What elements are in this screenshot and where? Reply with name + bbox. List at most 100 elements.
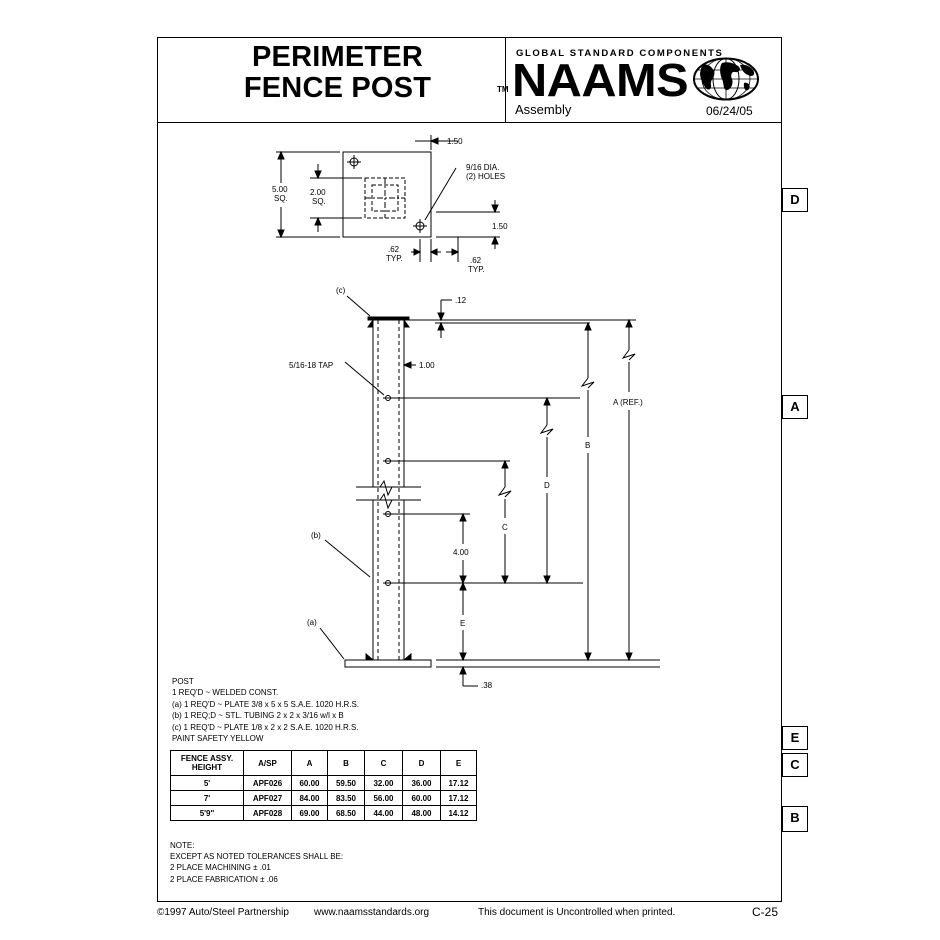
- side-tab-e[interactable]: E: [782, 726, 808, 750]
- dim-2-00-sq: SQ.: [312, 197, 326, 206]
- table-cell: 5': [170, 775, 244, 791]
- note-line: (c) 1 REQ'D ~ PLATE 1/8 x 2 x 2 S.A.E. 1…: [172, 722, 359, 732]
- table-header: A: [291, 750, 328, 776]
- hole-callout-line-1: 9/16 DIA.: [466, 163, 499, 172]
- revision-date: 06/24/05: [706, 104, 753, 118]
- table-cell: 44.00: [364, 805, 403, 821]
- parts-notes: POST 1 REQ'D ~ WELDED CONST. (a) 1 REQ'D…: [172, 676, 359, 744]
- footer-disclaimer: This document is Uncontrolled when print…: [478, 907, 676, 918]
- dim-62-a: .62: [388, 245, 400, 254]
- dim-4-00: 4.00: [453, 548, 469, 557]
- brand-logo: NAAMS: [512, 54, 689, 106]
- dim-a-ref: A (REF.): [613, 398, 643, 407]
- dim-b: B: [585, 441, 590, 450]
- dimension-table: FENCE ASSY. HEIGHT A/SP A B C D E 5' APF…: [170, 750, 477, 821]
- table-cell: APF028: [243, 805, 292, 821]
- tolerance-line: EXCEPT AS NOTED TOLERANCES SHALL BE:: [170, 852, 344, 862]
- top-cap-plate: [367, 316, 410, 321]
- section-label: Assembly: [515, 102, 572, 117]
- dim-5-00-sq: SQ.: [274, 194, 288, 203]
- side-tab-c[interactable]: C: [782, 753, 808, 777]
- callout-c: (c): [336, 286, 346, 295]
- side-tab-b[interactable]: B: [782, 806, 808, 832]
- typ-b: TYP.: [468, 265, 485, 274]
- callout-b: (b): [311, 531, 321, 540]
- note-line: 1 REQ'D ~ WELDED CONST.: [172, 688, 279, 698]
- table-header: B: [327, 750, 365, 776]
- side-tab-a[interactable]: A: [782, 395, 808, 419]
- table-header: C: [364, 750, 403, 776]
- plan-view: [276, 135, 500, 262]
- table-cell: 7': [170, 790, 244, 806]
- table-row: 5'9" APF028 69.00 68.50 44.00 48.00 14.1…: [170, 805, 477, 821]
- page-number: C-25: [752, 905, 779, 919]
- dim-62-b: .62: [470, 256, 482, 265]
- dim-1-50-top: 1.50: [447, 137, 463, 146]
- table-row: 5' APF026 60.00 59.50 32.00 36.00 17.12: [170, 775, 477, 791]
- dim-c: C: [502, 523, 508, 532]
- dim-1-00: 1.00: [419, 361, 435, 370]
- dim-1-50-side: 1.50: [492, 222, 508, 231]
- brand-tagline: GLOBAL STANDARD COMPONENTS: [516, 48, 724, 59]
- tolerance-line: 2 PLACE FABRICATION ± .06: [170, 874, 278, 884]
- note-line: PAINT SAFETY YELLOW: [172, 734, 264, 744]
- table-cell: 69.00: [291, 805, 328, 821]
- title-line-1: PERIMETER: [252, 41, 423, 73]
- elevation-view: [319, 295, 660, 687]
- table-cell: APF027: [243, 790, 292, 806]
- table-cell: 36.00: [402, 775, 441, 791]
- table-cell: 48.00: [402, 805, 441, 821]
- page-title: PERIMETER FENCE POST: [215, 42, 460, 104]
- dim-5-00: 5.00: [272, 185, 288, 194]
- title-block-divider: [505, 37, 506, 123]
- plan-view-labels: 1.50 9/16 DIA. (2) HOLES 5.00 SQ. 2.00 S…: [272, 137, 508, 274]
- tolerance-note: NOTE: EXCEPT AS NOTED TOLERANCES SHALL B…: [170, 840, 343, 885]
- table-cell: 17.12: [440, 790, 477, 806]
- footer-copyright: ©1997 Auto/Steel Partnership: [157, 907, 289, 918]
- table-cell: 68.50: [327, 805, 365, 821]
- table-header: A/SP: [243, 750, 292, 776]
- table-cell: 83.50: [327, 790, 365, 806]
- table-cell: 60.00: [402, 790, 441, 806]
- callout-a: (a): [307, 618, 317, 627]
- tolerance-line: 2 PLACE MACHINING ± .01: [170, 863, 271, 873]
- table-cell: 59.50: [327, 775, 365, 791]
- hole-callout-line-2: (2) HOLES: [466, 172, 505, 181]
- table-header-row: FENCE ASSY. HEIGHT A/SP A B C D E: [170, 750, 477, 776]
- dim-38: .38: [481, 681, 493, 690]
- note-line: POST: [172, 677, 194, 686]
- tolerance-line: NOTE:: [170, 841, 195, 850]
- dim-e: E: [460, 619, 465, 628]
- typ-a: TYP.: [386, 254, 403, 263]
- footer-website[interactable]: www.naamsstandards.org: [314, 907, 430, 918]
- globe-icon: [693, 57, 759, 101]
- table-cell: 14.12: [440, 805, 477, 821]
- table-cell: 84.00: [291, 790, 328, 806]
- tap-holes: [383, 395, 393, 586]
- table-header: E: [440, 750, 477, 776]
- dim-d: D: [544, 481, 550, 490]
- table-cell: 56.00: [364, 790, 403, 806]
- header-divider: [157, 122, 782, 123]
- base-plate-side: [344, 659, 432, 668]
- table-cell: 17.12: [440, 775, 477, 791]
- drawing-sheet: [157, 37, 782, 902]
- trademark-mark: TM: [497, 85, 509, 94]
- title-line-2: FENCE POST: [243, 72, 432, 104]
- table-cell: 5'9": [170, 805, 244, 821]
- dim-12: .12: [455, 296, 467, 305]
- note-line: (b) 1 REQ;D ~ STL. TUBING 2 x 2 x 3/16 w…: [172, 711, 344, 721]
- note-line: (a) 1 REQ'D ~ PLATE 3/8 x 5 x 5 S.A.E. 1…: [172, 699, 360, 709]
- table-row: 7' APF027 84.00 83.50 56.00 60.00 17.12: [170, 790, 477, 806]
- table-header: FENCE ASSY. HEIGHT: [170, 750, 244, 776]
- table-cell: APF026: [243, 775, 292, 791]
- table-cell: 32.00: [364, 775, 403, 791]
- elevation-labels: (c) .12 5/16-18 TAP 1.00 A (REF.) B D C …: [289, 286, 643, 690]
- tap-callout: 5/16-18 TAP: [289, 361, 333, 370]
- table-header: D: [402, 750, 441, 776]
- dim-2-00: 2.00: [310, 188, 326, 197]
- base-plate-outline: [342, 151, 432, 238]
- side-tab-d[interactable]: D: [782, 188, 808, 212]
- table-cell: 60.00: [291, 775, 328, 791]
